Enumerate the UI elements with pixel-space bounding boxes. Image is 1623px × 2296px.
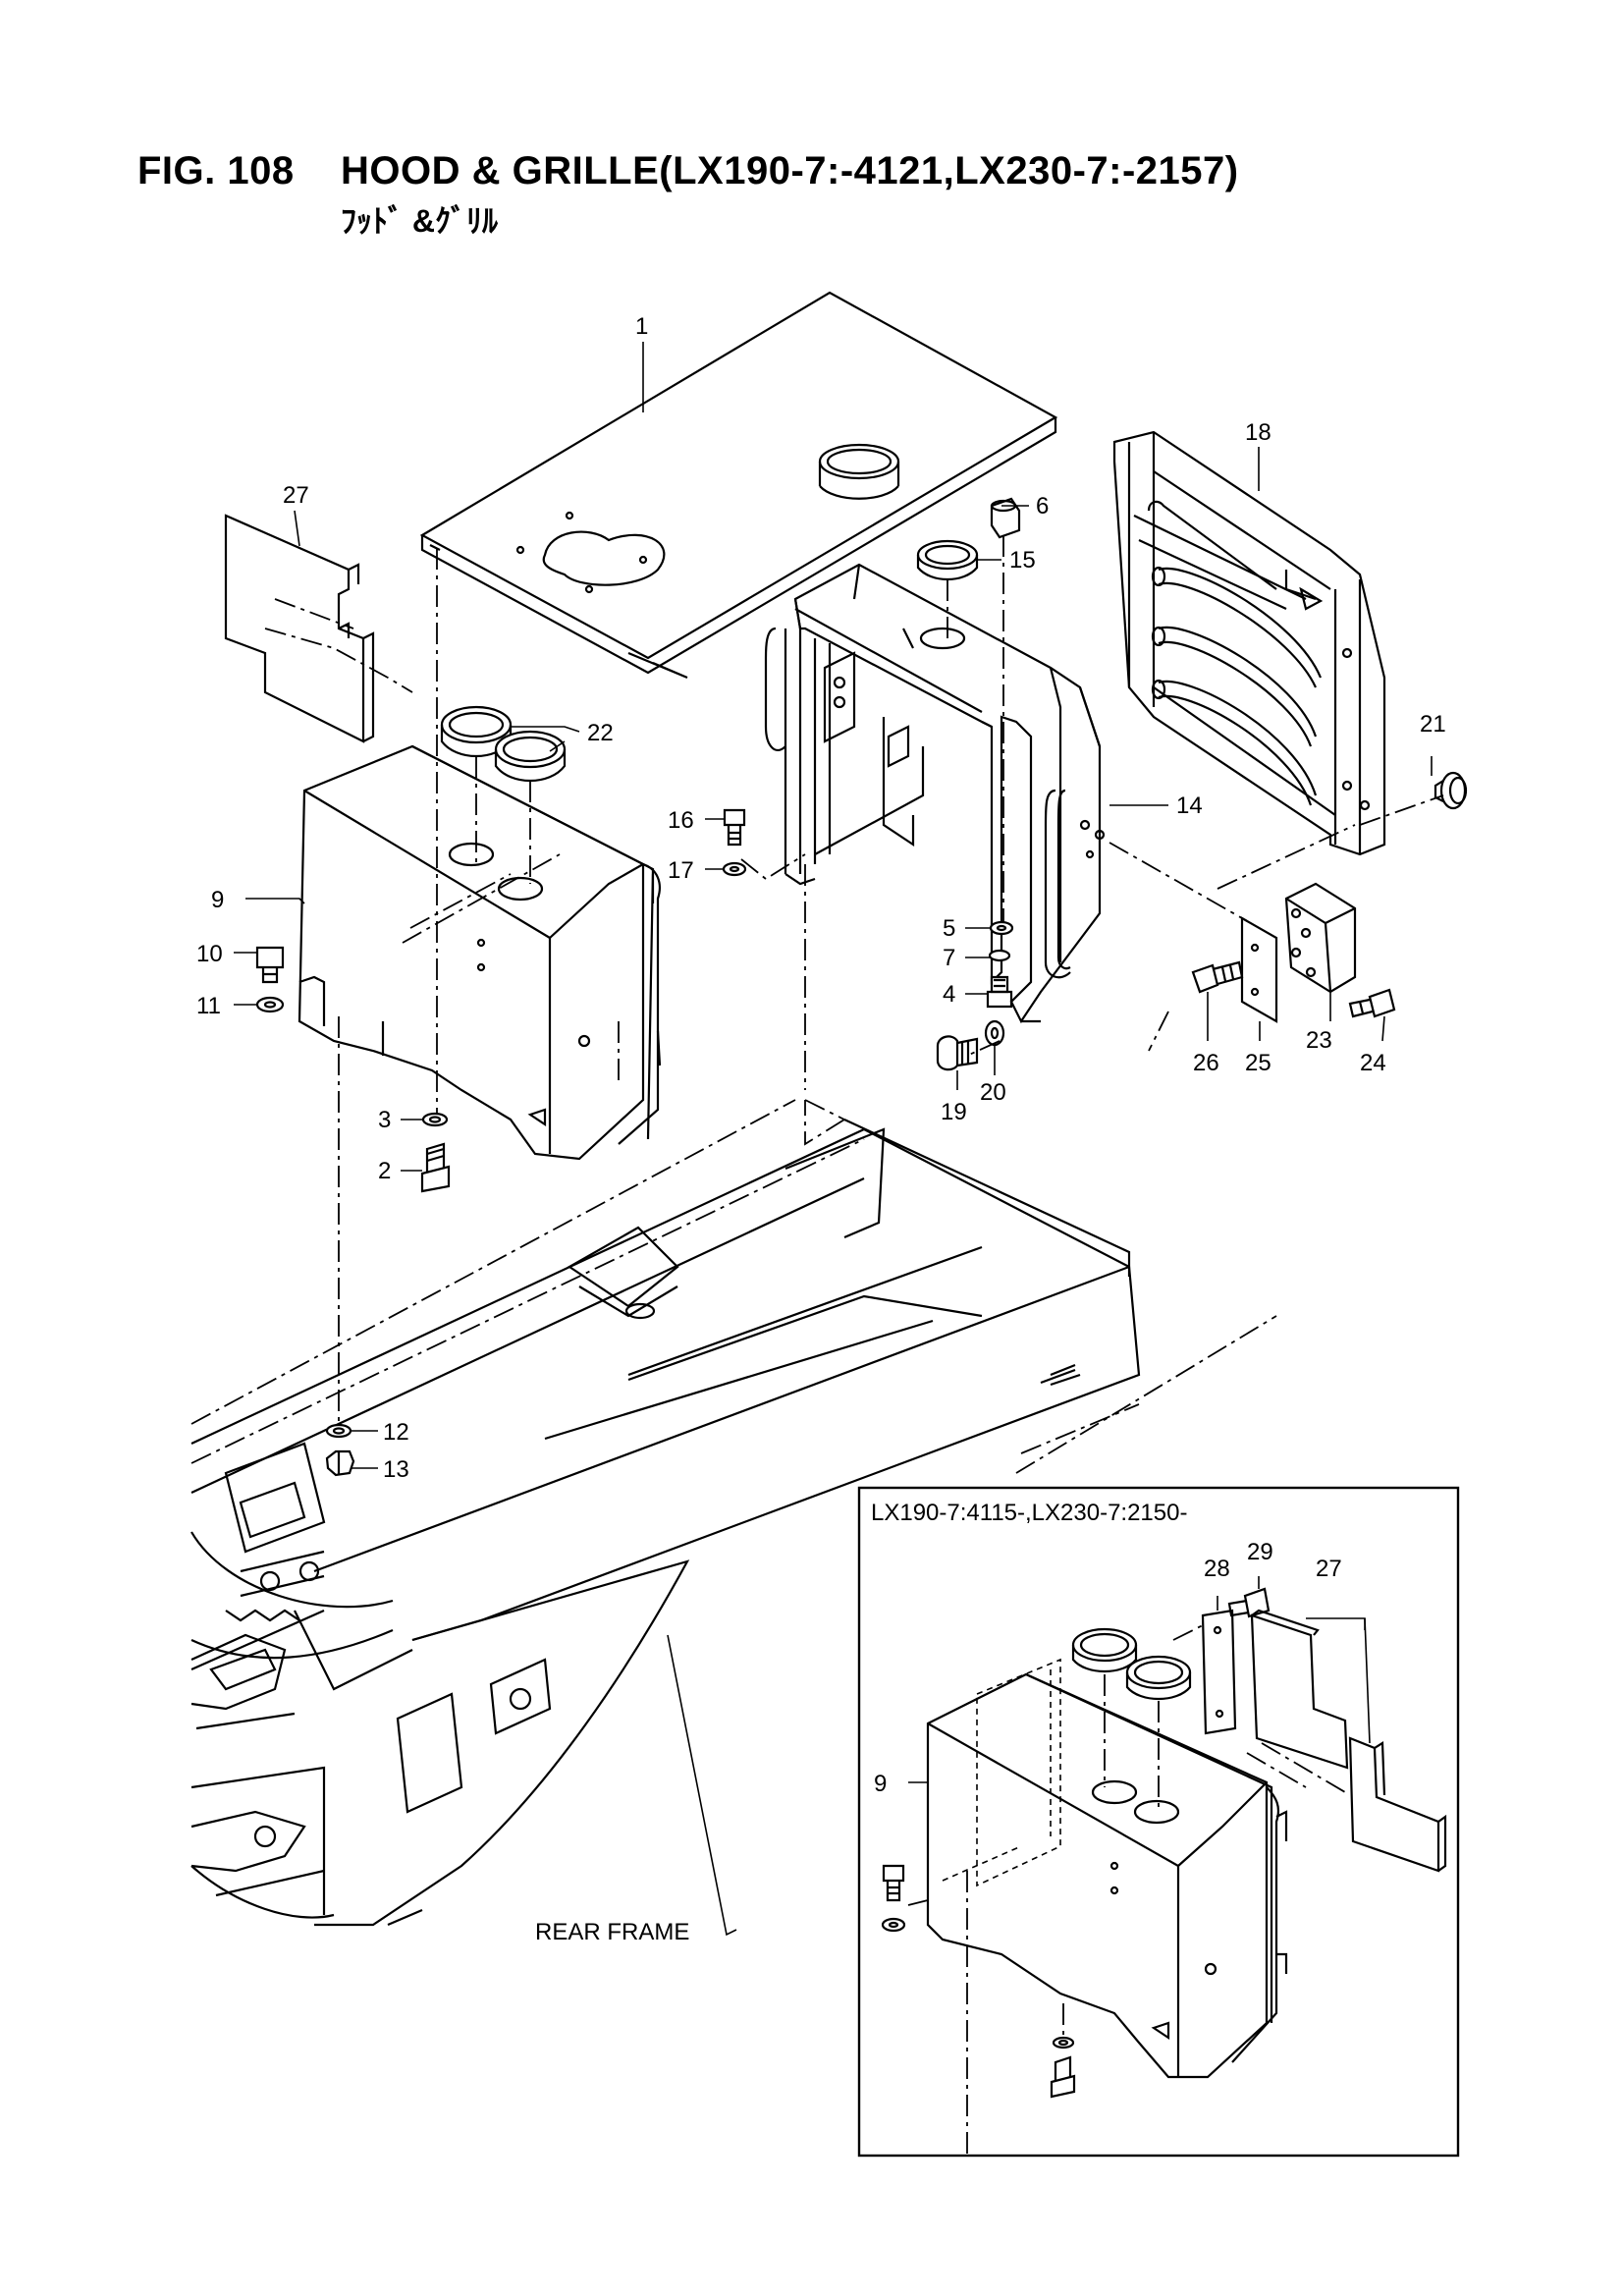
callout-23: 23 [1306,1027,1332,1054]
part-14-right-hood-frame [764,563,1106,1024]
inset-callout-29: 29 [1247,1539,1273,1565]
callout-12: 12 [383,1419,409,1446]
callout-6: 6 [1036,493,1049,519]
leader-lines [234,342,1433,1937]
callout-27: 27 [283,482,309,509]
callout-9: 9 [211,887,224,913]
callout-10: 10 [196,941,223,967]
callout-1: 1 [635,313,648,340]
callout-15: 15 [1009,547,1036,574]
hardware [255,771,1468,1477]
rear-frame [190,1099,1141,1927]
part-6-grommet [990,497,1021,539]
callout-21: 21 [1420,711,1446,738]
rear-frame-label: REAR FRAME [535,1919,689,1945]
callout-24: 24 [1360,1050,1386,1076]
callout-3: 3 [378,1107,391,1133]
callout-7: 7 [943,945,955,971]
part-23-block [1284,882,1357,994]
part-1-hood-top-panel [419,291,1058,680]
part-9-left-hood-panel [298,744,662,1161]
callout-13: 13 [383,1456,409,1483]
figure-number: FIG. 108 [137,149,295,192]
callout-25: 25 [1245,1050,1271,1076]
inset-callout-27: 27 [1316,1556,1342,1582]
callout-19: 19 [941,1099,967,1125]
callout-18: 18 [1245,419,1271,446]
callout-26: 26 [1193,1050,1219,1076]
inset-title: LX190-7:4115-,LX230-7:2150- [871,1500,1187,1526]
part-25-plate [1240,916,1278,1023]
figure-subtitle: ﾌｯﾄﾞ &ｸﾞﾘﾙ [341,203,499,239]
callout-numbers: 1 27 6 15 18 21 22 14 16 17 9 10 11 5 7 … [196,313,1446,1945]
part-27-insulation-pad [224,514,375,743]
figure-title: HOOD & GRILLE(LX190-7:-4121,LX230-7:-215… [341,149,1239,192]
callout-2: 2 [378,1158,391,1184]
callout-17: 17 [668,857,694,884]
callout-4: 4 [943,981,955,1008]
inset-variant-box: LX190-7:4115-,LX230-7:2150- [857,1486,1460,2158]
inset-callout-28: 28 [1204,1556,1230,1582]
callout-16: 16 [668,807,694,834]
part-15-cap [916,539,979,580]
callout-11: 11 [196,993,221,1019]
part-22-caps [440,705,567,783]
assembly-centerlines [264,535,1444,1474]
callout-5: 5 [943,915,955,942]
inset-callout-9: 9 [874,1771,887,1797]
part-18-grille [1112,430,1386,856]
callout-22: 22 [587,720,614,746]
callout-20: 20 [980,1079,1006,1106]
callout-14: 14 [1176,793,1203,819]
